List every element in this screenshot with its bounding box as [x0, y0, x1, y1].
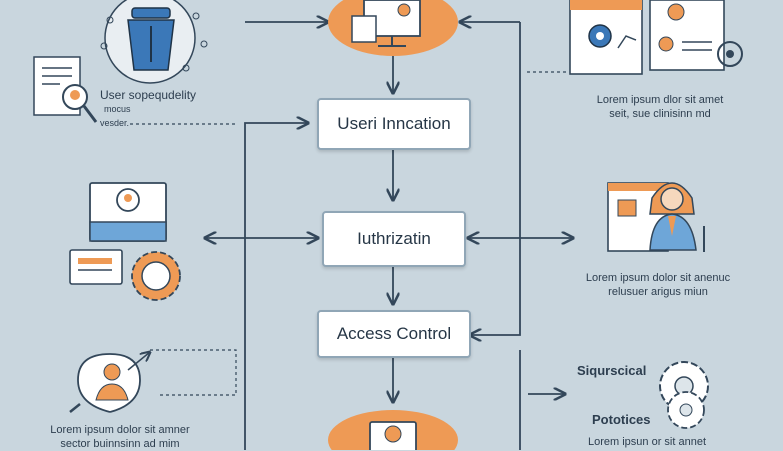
trash-bin-icon: [100, 0, 208, 84]
left-top-label-line: mocus: [104, 104, 131, 114]
left-top-label: User sopequdelity mocus vesder.: [100, 88, 196, 130]
left-bottom-label-line: sector buinnsinn ad mim: [60, 438, 180, 450]
right-top-label: Lorem ipsum dlor sit amet seit, sue clin…: [570, 93, 750, 121]
right-bottom-subtitle: Pototices: [592, 412, 651, 427]
right-top-label-line: Lorem ipsum dlor sit amet: [596, 94, 724, 106]
access-control-node[interactable]: Access Control: [317, 310, 471, 358]
documents-gear-icon: [569, 0, 743, 75]
right-mid-label: Lorem ipsum dolor sit anenuc relusuer ar…: [558, 271, 758, 299]
left-bottom-label-line: Lorem ipsum dolor sit amner: [50, 424, 190, 436]
gear-icon: [131, 251, 181, 301]
authorization-node[interactable]: Iuthrizatin: [322, 211, 466, 267]
right-mid-label-line: Lorem ipsum dolor sit anenuc: [585, 272, 731, 284]
monitor-user-icon: [328, 0, 458, 56]
user-badge-icon: [328, 410, 458, 450]
id-card-icon: [69, 249, 123, 285]
dashed-connectors: [130, 71, 567, 396]
left-top-label-line: vesder.: [100, 118, 130, 128]
user-innovation-node[interactable]: Useri Inncation: [317, 98, 471, 150]
gears-icon: [659, 361, 709, 429]
woman-document-icon: [607, 182, 705, 252]
left-top-label-line: User sopequdelity: [100, 88, 197, 102]
left-bottom-label: Lorem ipsum dolor sit amner sector buinn…: [30, 423, 210, 451]
user-chat-icon: [69, 352, 150, 413]
document-magnifier-icon: [33, 56, 98, 123]
right-bottom-text: Lorem ipsun or sit annet: [588, 436, 707, 448]
connectors: [205, 22, 573, 450]
right-bottom-title: Siqurscical: [577, 363, 647, 378]
monitor-user-icon: [89, 182, 167, 242]
right-mid-label-line: relusuer arigus miun: [608, 286, 708, 298]
right-top-label-line: seit, sue clinisinn md: [609, 108, 711, 120]
